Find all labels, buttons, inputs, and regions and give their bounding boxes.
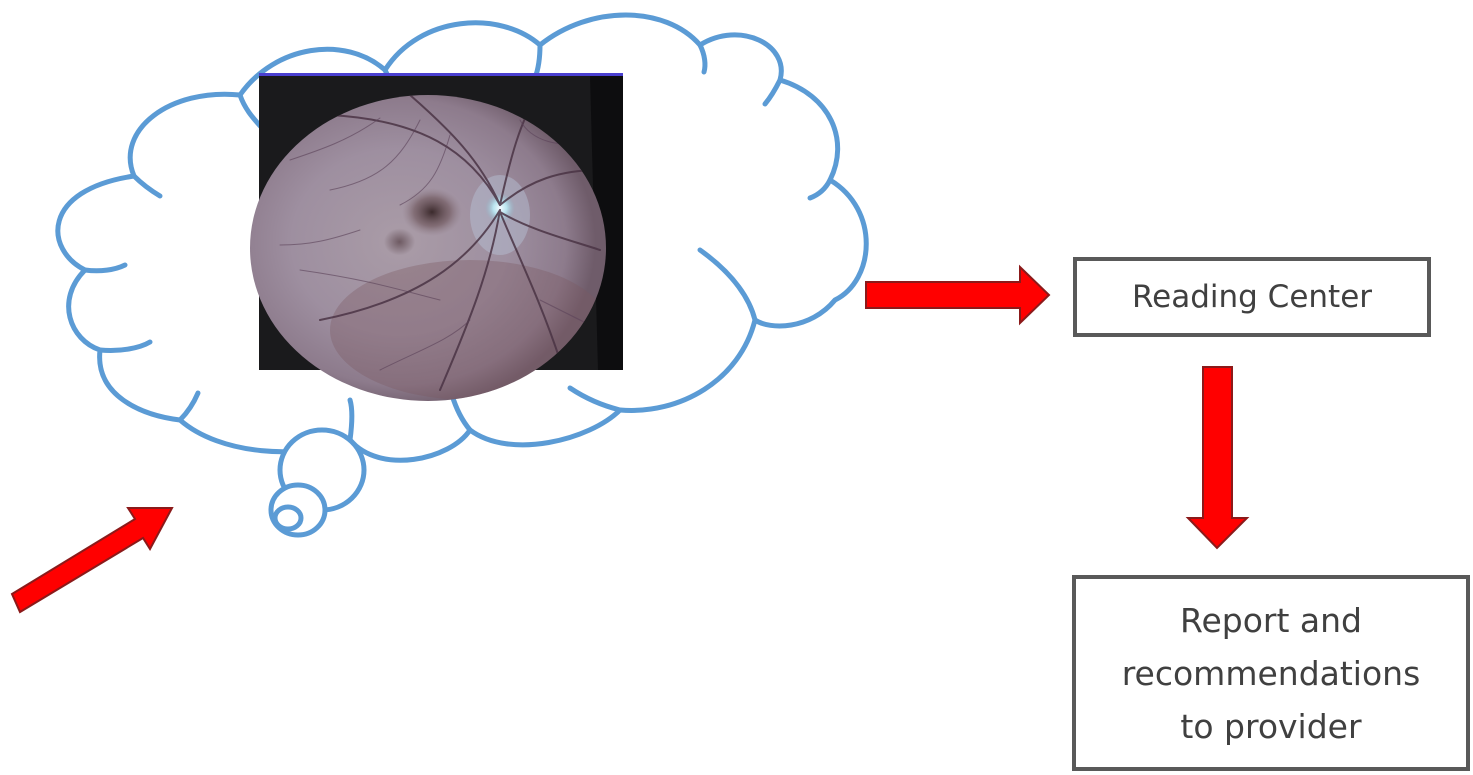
down-arrow-icon [1188, 367, 1247, 548]
right-arrow-icon [12, 508, 172, 612]
reading-center-label: Reading Center [1132, 279, 1372, 315]
reading-center-box: Reading Center [1073, 257, 1431, 337]
arrow-cloud-to-reading-center [866, 267, 1049, 323]
arrow-into-cloud [12, 508, 172, 612]
thought-bubble-small [275, 507, 301, 529]
retinal-fundus-photo-icon [250, 73, 623, 401]
arrow-reading-center-to-report [1188, 367, 1247, 548]
report-box: Report and recommendations to provider [1072, 575, 1470, 771]
right-arrow-icon [866, 267, 1049, 323]
report-label: Report and recommendations to provider [1122, 594, 1421, 753]
